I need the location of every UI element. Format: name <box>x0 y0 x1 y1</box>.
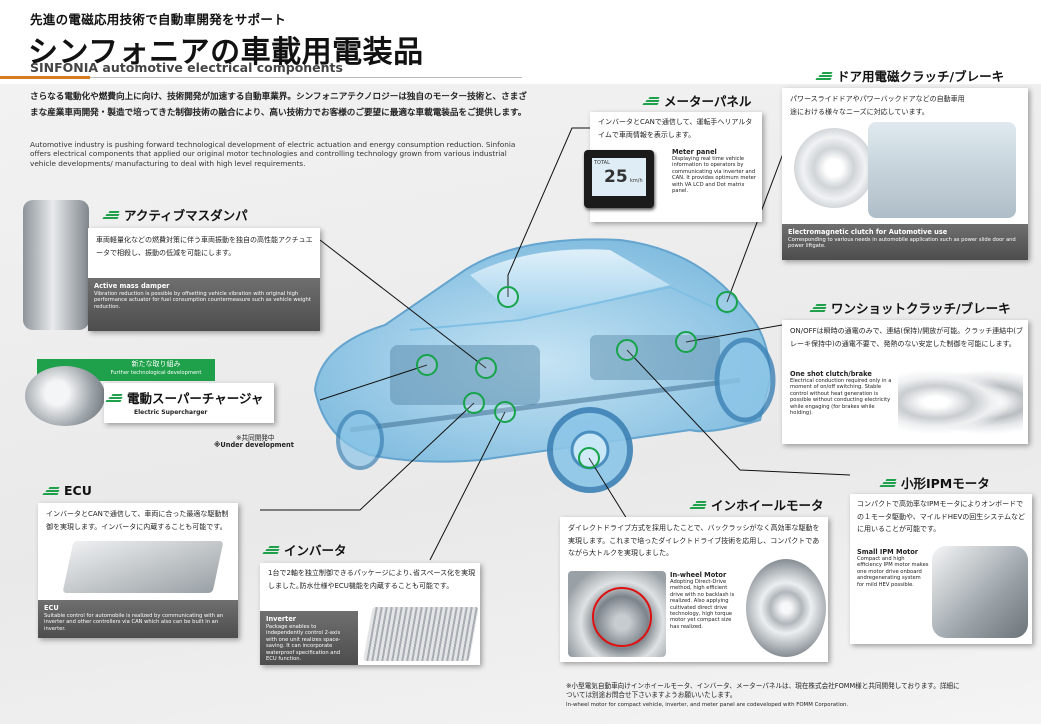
hotspot-oneshot[interactable] <box>675 331 697 353</box>
title-rule <box>90 77 522 78</box>
page-title-en: SINFONIA automotive electrical component… <box>30 60 343 75</box>
hotspot-ipm[interactable] <box>616 339 638 361</box>
footer-note-en: In-wheel motor for compact vehicle, inve… <box>566 702 849 708</box>
meter-info: Meter panel Displaying real time vehicle… <box>672 148 756 195</box>
intro-text-jp: さらなる電動化や燃費向上に向け、技術開発が加速する自動車業界。シンフォニアテクノ… <box>30 92 527 118</box>
oneshot-info: One shot clutch/brake Electrical conduct… <box>790 370 892 417</box>
car-xray-illustration <box>313 238 776 493</box>
door-desc-jp: パワースライドドアやパワーバックドアなどの自動車用途における様々なニーズに対応し… <box>790 95 965 116</box>
card-inwheel[interactable]: ダイレクトドライブ方式を採用したことで、バックラッシがなく高効率な駆動を実現しま… <box>560 517 828 662</box>
swoosh-icon <box>42 486 60 496</box>
swoosh-icon <box>105 393 123 403</box>
van-image <box>868 122 1016 218</box>
label-inwheel: インホイールモータ <box>689 495 824 514</box>
meter-device-image: TOTAL 25 km/h <box>584 150 654 208</box>
card-ecu[interactable]: インバータとCANで通信して、車両に合った最適な駆動制御を実現します。インバータ… <box>38 503 238 638</box>
card-meter[interactable]: インバータとCANで通信して、運転手へリアルタイムで車両情報を表示します。 TO… <box>584 112 762 222</box>
swoosh-icon <box>102 210 120 220</box>
swoosh-icon <box>879 478 897 488</box>
wheel-image <box>568 571 666 657</box>
supercharger-image <box>25 366 105 426</box>
label-door-clutch: ドア用電磁クラッチ/ブレーキ <box>815 66 1004 85</box>
hotspot-inverter[interactable] <box>494 401 516 423</box>
hotspot-meter[interactable] <box>497 286 519 308</box>
damper-desc-jp: 車両軽量化などの燃費対策に伴う車両振動を独自の高性能アクチュエータで相殺し、振動… <box>96 236 313 257</box>
label-ipm: 小形IPMモータ <box>879 473 990 492</box>
card-supercharger[interactable]: 電動スーパーチャージャ Electric Supercharger <box>104 383 274 423</box>
damper-image <box>23 200 89 330</box>
intro-text-en: Automotive industry is pushing forward t… <box>30 140 516 168</box>
hotspot-ecu[interactable] <box>463 392 485 414</box>
label-inverter: インバータ <box>262 540 347 559</box>
clutch-image <box>794 128 874 208</box>
card-damper[interactable]: 車両軽量化などの燃費対策に伴う車両振動を独自の高性能アクチュエータで相殺し、振動… <box>88 228 320 331</box>
oneshot-image <box>898 364 1023 440</box>
page-title: シンフォニアの車載用電装品 <box>28 35 424 70</box>
inwheel-motor-image <box>746 559 826 657</box>
ecu-image <box>62 541 224 593</box>
swoosh-icon <box>815 71 833 81</box>
ipm-info: Small IPM Motor Compact and high efficie… <box>857 548 929 588</box>
hotspot-inwheel[interactable] <box>578 447 600 469</box>
swoosh-icon <box>262 545 280 555</box>
inwheel-desc-jp: ダイレクトドライブ方式を採用したことで、バックラッシがなく高効率な駆動を実現しま… <box>568 524 820 557</box>
label-oneshot: ワンショットクラッチ/ブレーキ <box>809 298 1011 317</box>
swoosh-icon <box>809 303 827 313</box>
supercharger-label-en: Electric Supercharger <box>134 409 208 416</box>
oneshot-desc-jp: ON/OFFは瞬時の通電のみで、連結(保持)/開放が可能。クラッチ連結中(ブレー… <box>790 327 1023 348</box>
hotspot-supercharger[interactable] <box>416 354 438 376</box>
label-damper: アクティブマスダンパ <box>102 205 248 224</box>
label-supercharger: 電動スーパーチャージャ <box>105 388 263 407</box>
swoosh-icon <box>642 96 660 106</box>
card-inverter[interactable]: 1台で2軸を独立制御できるパッケージにより､省スペース化を実現しました｡防水仕様… <box>260 563 480 665</box>
hotspot-door-clutch[interactable] <box>716 291 738 313</box>
card-ipm[interactable]: コンパクトで高効率なIPMモータによりオンボードでの１モータ駆動や、マイルドHE… <box>850 494 1032 644</box>
supercharger-note-en: ※Under development <box>214 441 294 449</box>
inverter-image <box>363 607 479 661</box>
inverter-desc-jp: 1台で2軸を独立制御できるパッケージにより､省スペース化を実現しました｡防水仕様… <box>268 569 476 590</box>
ipm-motor-image <box>932 546 1028 638</box>
label-meter: メーターパネル <box>642 91 751 110</box>
hotspot-damper[interactable] <box>475 357 497 379</box>
card-door-clutch[interactable]: パワースライドドアやパワーバックドアなどの自動車用途における様々なニーズに対応し… <box>782 88 1028 260</box>
inwheel-info: In-wheel Motor Adopting Direct-Drive met… <box>670 571 735 630</box>
title-accent-bar <box>0 76 90 79</box>
swoosh-icon <box>689 500 707 510</box>
footer-note-jp: ※小型電気自動車向けインホイールモータ、インバータ、メーターパネルは、現在株式会… <box>566 682 960 699</box>
ecu-desc-jp: インバータとCANで通信して、車両に合った最適な駆動制御を実現します。インバータ… <box>46 510 229 531</box>
header-subtitle: 先進の電磁応用技術で自動車開発をサポート <box>30 12 287 27</box>
supercharger-note-jp: ※共同開発中 <box>236 434 275 442</box>
ipm-desc-jp: コンパクトで高効率なIPMモータによりオンボードでの１モータ駆動や、マイルドHE… <box>857 500 1026 533</box>
meter-desc-jp: インバータとCANで通信して、運転手へリアルタイムで車両情報を表示します。 <box>598 118 753 139</box>
label-ecu: ECU <box>42 483 92 498</box>
card-oneshot[interactable]: ON/OFFは瞬時の通電のみで、連結(保持)/開放が可能。クラッチ連結中(ブレー… <box>782 320 1028 444</box>
